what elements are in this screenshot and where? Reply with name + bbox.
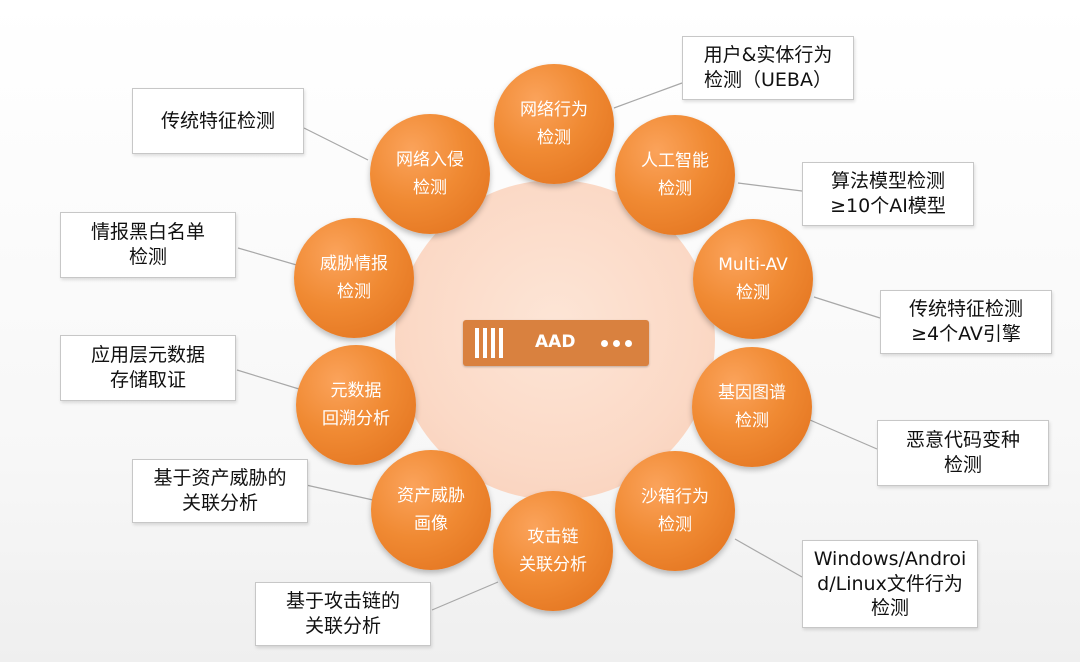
node-label-line: 元数据 [330,380,382,401]
connector-av-engines [813,296,881,319]
callout-line: 应用层元数据 [90,344,205,367]
node-label-line: 关联分析 [519,555,587,575]
node-sandbox-behavior: 沙箱行为 检测 [615,451,735,571]
callout-line: 检测 [870,597,909,620]
callout-app-layer-metadata: 应用层元数据 存储取证 [60,335,236,401]
node-label-line: 检测 [658,179,692,199]
callout-line: 用户&实体行为 [703,44,833,67]
node-label-line: 资产威胁 [397,485,465,506]
node-label-line: 检测 [736,283,770,303]
node-label-line: 攻击链 [527,526,579,547]
connector-app-layer-metadata [236,369,300,390]
node-asset-threat: 资产威胁 画像 [371,450,491,570]
callout-line: 算法模型检测 [830,170,945,193]
callout-line: 检测 [128,246,167,268]
callout-line: 检测（UEBA） [704,69,832,91]
connector-algorithm-model [737,182,803,192]
server-slots-icon [475,328,503,358]
node-intrusion: 网络入侵 检测 [370,114,490,234]
callout-line: 关联分析 [304,615,381,637]
connector-malware-variant [809,419,878,450]
node-label-line: 基因图谱 [718,382,786,403]
aad-device: AAD [463,320,649,366]
callout-os-file-behavior: Windows/Androi d/Linux文件行为 检测 [802,540,978,628]
node-label-line: 检测 [658,515,692,535]
callout-attack-chain-correlation: 基于攻击链的 关联分析 [255,582,431,646]
callout-signature-detection: 传统特征检测 [132,88,304,154]
connector-ueba [613,82,683,109]
node-label-line: 网络入侵 [396,149,464,170]
callout-line: 基于资产威胁的 [153,467,287,490]
callout-asset-threat-correlation: 基于资产威胁的 关联分析 [132,459,308,523]
node-label-line: 网络行为 [520,99,588,120]
node-multi-av: Multi-AV 检测 [693,219,813,339]
callout-line: 基于攻击链的 [285,590,400,613]
node-gene-graph: 基因图谱 检测 [692,347,812,467]
callout-line: Windows/Androi [813,547,967,570]
callout-line: ≥4个AV引擎 [911,323,1021,345]
callout-line: ≥10个AI模型 [830,195,946,217]
node-label-line: 回溯分析 [322,409,390,429]
node-label-line: 威胁情报 [320,253,388,274]
node-metadata-trace: 元数据 回溯分析 [296,345,416,465]
callout-algorithm-model: 算法模型检测 ≥10个AI模型 [802,162,974,226]
callout-av-engines: 传统特征检测 ≥4个AV引擎 [880,290,1052,354]
connector-asset-threat [305,484,374,501]
node-ai-detection: 人工智能 检测 [615,115,735,235]
callout-line: 存储取证 [109,369,186,391]
node-threat-intel: 威胁情报 检测 [294,218,414,338]
connector-attack-chain [431,581,499,611]
callout-line: 关联分析 [181,492,258,514]
callout-line: 恶意代码变种 [905,429,1020,452]
callout-line: 传统特征检测 [908,298,1023,321]
callout-malware-variant: 恶意代码变种 检测 [877,420,1049,486]
node-label-line: 检测 [735,411,769,431]
node-label-line: 检测 [537,128,571,148]
node-attack-chain: 攻击链 关联分析 [493,491,613,611]
callout-ueba: 用户&实体行为 检测（UEBA） [682,36,854,100]
callout-intel-blacklist: 情报黑白名单 检测 [60,212,236,278]
connector-os-file-behavior [734,538,803,578]
node-label-line: 检测 [337,282,371,302]
dots-icon [601,340,632,347]
callout-line: 传统特征检测 [160,109,275,132]
callout-line: 检测 [943,454,982,476]
device-label: AAD [535,332,576,352]
node-label-line: Multi-AV [718,254,788,275]
node-label-line: 检测 [413,178,447,198]
callout-line: d/Linux文件行为 [817,572,963,595]
node-label-line: 画像 [414,514,448,534]
node-label-line: 人工智能 [641,150,709,171]
node-network-behavior: 网络行为 检测 [494,64,614,184]
callout-line: 情报黑白名单 [90,221,205,244]
connector-intel-blacklist [237,247,301,267]
connector-signature-detection [303,127,369,161]
node-label-line: 沙箱行为 [641,486,709,507]
